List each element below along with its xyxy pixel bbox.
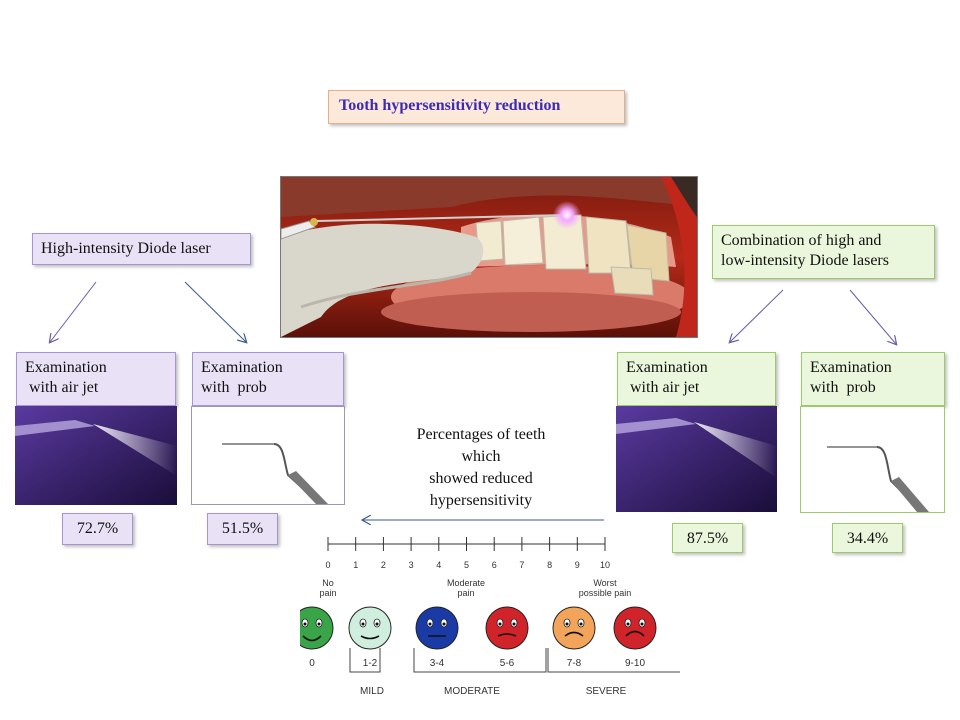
worst-pain-line2: possible pain (579, 588, 632, 598)
arrow-left-probe (184, 281, 246, 342)
right-probe-label: Examination with prob (801, 352, 945, 406)
pain-face-mouth (497, 633, 517, 637)
pain-face-0 (300, 606, 334, 650)
probe-image-right (800, 406, 945, 513)
center-note-line3: showed reduced (429, 470, 533, 487)
pain-face-circle (613, 606, 657, 650)
pain-face-pupil (579, 622, 583, 626)
right-probe-line1: Examination (810, 359, 892, 376)
scale-tick-label: 0 (325, 560, 330, 570)
right-probe-line2: with prob (810, 379, 876, 396)
pain-face-label: 0 (309, 658, 315, 669)
pain-face-pupil (640, 622, 644, 626)
left-air-jet-label: Examination with air jet (16, 352, 176, 406)
worst-pain-line1: Worst (593, 578, 617, 588)
category-moderate: MODERATE (444, 686, 500, 697)
left-probe-percent: 51.5% (207, 513, 278, 545)
air-jet-image-left (15, 406, 177, 505)
center-note-line2: which (461, 448, 501, 465)
pain-face-pupil (512, 622, 516, 626)
pain-face-pupil (442, 622, 446, 626)
pain-face-pupil (375, 622, 379, 626)
center-note: Percentages of teeth which showed reduce… (386, 424, 576, 512)
dental-laser-photo (280, 176, 698, 338)
category-severe: SEVERE (586, 686, 627, 697)
pain-face-pupil (428, 622, 432, 626)
scale-tick-label: 8 (547, 560, 552, 570)
pain-face-1 (348, 606, 392, 650)
left-probe-label: Examination with prob (192, 352, 344, 406)
right-group-title-line2: low-intensity Diode lasers (721, 252, 889, 269)
left-probe-line1: Examination (201, 359, 283, 376)
scale-tick-label: 7 (519, 560, 524, 570)
right-air-jet-line1: Examination (626, 359, 708, 376)
left-group-title: High-intensity Diode laser (32, 233, 251, 265)
pain-face-4 (552, 606, 596, 650)
pain-face-2 (415, 606, 459, 650)
category-mild: MILD (360, 686, 384, 697)
pain-face-mouth (625, 630, 645, 637)
pain-face-pupil (303, 622, 307, 626)
pain-face-label: 5-6 (500, 658, 515, 669)
pain-face-pupil (361, 622, 365, 626)
moderate-pain-line2: pain (457, 588, 474, 598)
no-pain-line2: pain (319, 588, 336, 598)
arrow-right-probe (849, 289, 896, 344)
scale-tick-label: 5 (464, 560, 469, 570)
scale-tick-label: 6 (492, 560, 497, 570)
pain-face-pupil (317, 622, 321, 626)
pain-face-5 (613, 606, 657, 650)
scale-tick-label: 2 (381, 560, 386, 570)
pain-face-label: 3-4 (430, 658, 445, 669)
left-air-jet-percent: 72.7% (62, 513, 133, 545)
pain-face-3 (485, 606, 529, 650)
right-probe-percent: 34.4% (832, 523, 903, 553)
pain-face-label: 7-8 (567, 658, 582, 669)
diagram-title: Tooth hypersensitivity reduction (328, 90, 625, 124)
moderate-pain-line1: Moderate (447, 578, 485, 588)
pain-face-label: 9-10 (625, 658, 645, 669)
pain-face-circle (415, 606, 459, 650)
center-note-line1: Percentages of teeth (416, 426, 546, 443)
scale-tick-label: 4 (436, 560, 441, 570)
right-air-jet-label: Examination with air jet (617, 352, 776, 406)
left-air-jet-line2: with air jet (25, 379, 99, 396)
scale-tick-label: 1 (353, 560, 358, 570)
pain-face-circle (348, 606, 392, 650)
no-pain-line1: No (322, 578, 334, 588)
arrow-right-air-jet (730, 289, 784, 342)
pain-face-pupil (626, 622, 630, 626)
left-air-jet-line1: Examination (25, 359, 107, 376)
pain-face-circle (300, 606, 334, 650)
pain-face-mouth (302, 635, 322, 642)
left-probe-line2: with prob (201, 379, 267, 396)
right-group-title: Combination of high and low-intensity Di… (712, 225, 935, 279)
pain-face-pupil (565, 622, 569, 626)
air-jet-image-right (616, 406, 777, 512)
probe-image-left (191, 406, 345, 505)
right-air-jet-percent: 87.5% (672, 523, 743, 553)
pain-face-circle (552, 606, 596, 650)
center-note-line4: hypersensitivity (429, 492, 533, 509)
pain-face-label: 1-2 (363, 658, 378, 669)
pain-face-pupil (498, 622, 502, 626)
pain-face-mouth (564, 631, 584, 637)
scale-tick-label: 9 (575, 560, 580, 570)
right-group-title-line1: Combination of high and (721, 232, 882, 249)
scale-tick-label: 3 (409, 560, 414, 570)
pain-scale: 0 1 2 3 4 5 6 7 8 9 10 No pain Moderate pain Worst… (300, 537, 680, 697)
right-air-jet-line2: with air jet (626, 379, 700, 396)
scale-tick-label: 10 (600, 560, 610, 570)
pain-face-mouth (360, 635, 380, 640)
pain-face-circle (485, 606, 529, 650)
arrow-left-air-jet (50, 281, 97, 342)
